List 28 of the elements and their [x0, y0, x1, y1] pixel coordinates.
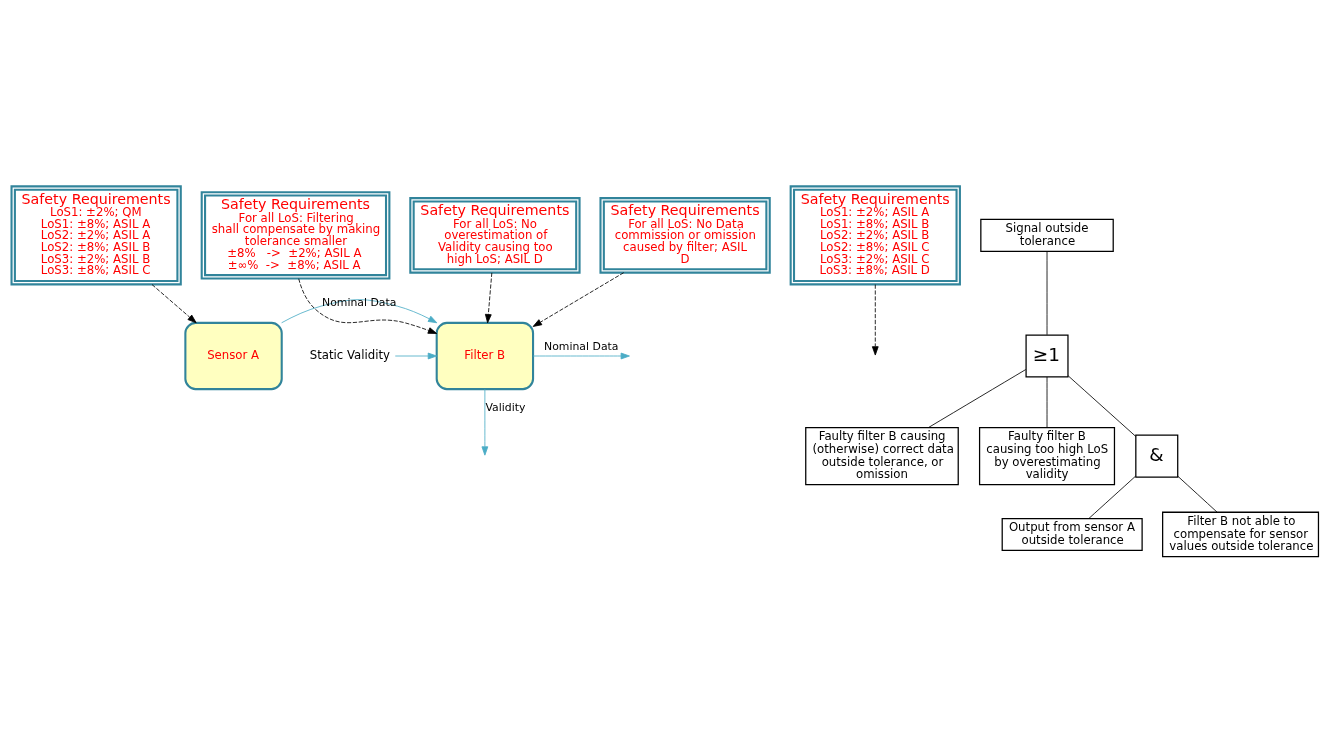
- connector: [1046, 250, 1048, 335]
- node-box: Output from sensor A outside tolerance: [1001, 517, 1143, 551]
- arrow: [532, 271, 625, 327]
- node-box: Faulty filter B causing too high LoS by overestimating validity: [978, 426, 1116, 485]
- edge-label: Validity: [485, 400, 526, 414]
- arrow: [532, 352, 630, 359]
- arrow: [151, 283, 197, 323]
- node-box: Filter B not able to compensate for sensor values outside tolerance: [1162, 511, 1320, 557]
- connector: [1067, 374, 1137, 437]
- arrow: [481, 388, 489, 456]
- node-box: Faulty filter B causing (otherwise) correct data outside tolerance, or omission: [805, 426, 959, 485]
- arrow: [298, 277, 438, 334]
- connector: [928, 368, 1027, 428]
- connector: [1046, 376, 1048, 428]
- arrow: [394, 352, 437, 359]
- node-text: Static Validity: [309, 347, 391, 362]
- edge-label: Nominal Data: [544, 339, 619, 353]
- connector: [1177, 475, 1218, 513]
- node-box: Signal outside tolerance: [980, 218, 1114, 252]
- edge-label: Nominal Data: [322, 295, 397, 309]
- arrow: [484, 271, 493, 323]
- node-box: &: [1135, 434, 1179, 478]
- arrow: [281, 298, 438, 323]
- node-box: Sensor A: [184, 321, 283, 390]
- node-box: ≥1: [1025, 333, 1069, 378]
- node-box: Filter B: [435, 321, 535, 390]
- arrow: [871, 283, 879, 355]
- connector: [1088, 475, 1137, 519]
